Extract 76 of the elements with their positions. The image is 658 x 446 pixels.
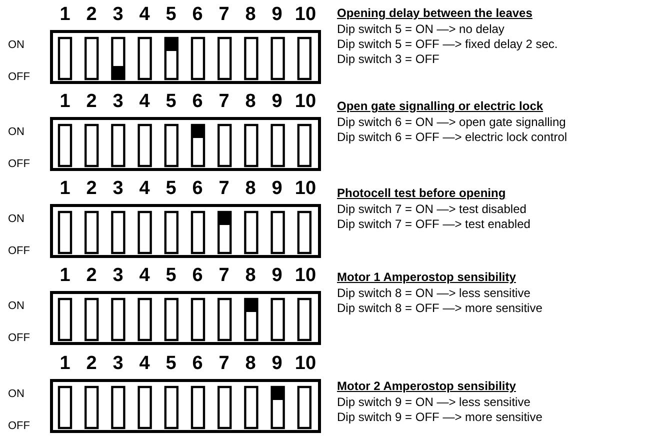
- switch-number: 9: [270, 179, 284, 199]
- switch-number: 5: [164, 354, 178, 374]
- switch-number: 8: [244, 354, 257, 374]
- section-heading: Motor 1 Amperostop sensibility: [337, 270, 516, 285]
- state-label: ON: [8, 300, 24, 313]
- switch-number: 2: [85, 266, 98, 286]
- setting-text: Dip switch 8 = ON —> less sensitive: [337, 286, 530, 301]
- switch-number: 4: [138, 179, 151, 199]
- switch-number: 9: [270, 354, 284, 374]
- state-label: ON: [8, 39, 24, 52]
- switch-number: 9: [270, 5, 284, 25]
- setting-text: Dip switch 7 = OFF —> test enabled: [337, 217, 530, 232]
- state-label: ON: [8, 388, 24, 401]
- setting-text: Dip switch 5 = OFF —> fixed delay 2 sec.: [337, 37, 558, 52]
- switch-number: 7: [218, 92, 230, 112]
- state-label: OFF: [8, 420, 30, 433]
- switch-number: 6: [191, 5, 204, 25]
- switch-number: 6: [191, 179, 204, 199]
- switch-number: 7: [218, 179, 230, 199]
- state-label: ON: [8, 126, 24, 139]
- switch-number: 10: [294, 354, 318, 374]
- switch-number: 6: [191, 266, 204, 286]
- state-label: OFF: [8, 158, 30, 171]
- switch-number: 9: [270, 266, 284, 286]
- section-heading: Open gate signalling or electric lock: [337, 99, 544, 114]
- state-label: OFF: [8, 332, 30, 345]
- switch-number: 1: [58, 5, 72, 25]
- switch-number: 4: [138, 354, 151, 374]
- switch-number: 8: [244, 5, 257, 25]
- switch-number: 5: [164, 179, 178, 199]
- switch-number: 7: [218, 354, 230, 374]
- section-heading: Opening delay between the leaves: [337, 6, 532, 21]
- switch-number: 10: [294, 5, 318, 25]
- switch-number: 1: [58, 266, 72, 286]
- switch-number: 10: [294, 179, 318, 199]
- setting-text: Dip switch 5 = ON —> no delay: [337, 22, 504, 37]
- setting-text: Dip switch 3 = OFF: [337, 52, 440, 67]
- switch-number: 1: [58, 179, 72, 199]
- section-heading: Photocell test before opening: [337, 186, 506, 201]
- switch-number: 3: [112, 5, 124, 25]
- switch-number: 5: [164, 5, 178, 25]
- setting-text: Dip switch 9 = OFF —> more sensitive: [337, 410, 542, 425]
- switch-number: 3: [112, 354, 124, 374]
- switch-number: 4: [138, 266, 151, 286]
- switch-number: 3: [112, 179, 124, 199]
- switch-number: 2: [85, 5, 98, 25]
- switch-number: 1: [58, 92, 72, 112]
- switch-number: 2: [85, 92, 98, 112]
- switch-number: 5: [164, 266, 178, 286]
- switch-number: 10: [294, 92, 318, 112]
- switch-number: 7: [218, 5, 230, 25]
- setting-text: Dip switch 6 = OFF —> electric lock control: [337, 130, 568, 145]
- switch-number: 3: [112, 266, 124, 286]
- setting-text: Dip switch 6 = ON —> open gate signalling: [337, 115, 566, 130]
- switch-number: 8: [244, 266, 257, 286]
- switch-number: 3: [112, 92, 124, 112]
- switch-number: 2: [85, 354, 98, 374]
- switch-number: 8: [244, 179, 257, 199]
- state-label: OFF: [8, 71, 30, 84]
- setting-text: Dip switch 8 = OFF —> more sensitive: [337, 301, 542, 316]
- switch-number: 4: [138, 92, 151, 112]
- switch-number: 9: [270, 92, 284, 112]
- switch-number: 10: [294, 266, 318, 286]
- switch-number: 6: [191, 354, 204, 374]
- state-label: ON: [8, 213, 24, 226]
- section-heading: Motor 2 Amperostop sensibility: [337, 379, 516, 394]
- switch-number: 8: [244, 92, 257, 112]
- switch-number: 2: [85, 179, 98, 199]
- switch-number: 5: [164, 92, 178, 112]
- switch-number: 6: [191, 92, 204, 112]
- state-label: OFF: [8, 245, 30, 258]
- setting-text: Dip switch 9 = ON —> less sensitive: [337, 395, 530, 410]
- setting-text: Dip switch 7 = ON —> test disabled: [337, 202, 526, 217]
- switch-number: 1: [58, 354, 72, 374]
- switch-number: 4: [138, 5, 151, 25]
- switch-number: 7: [218, 266, 230, 286]
